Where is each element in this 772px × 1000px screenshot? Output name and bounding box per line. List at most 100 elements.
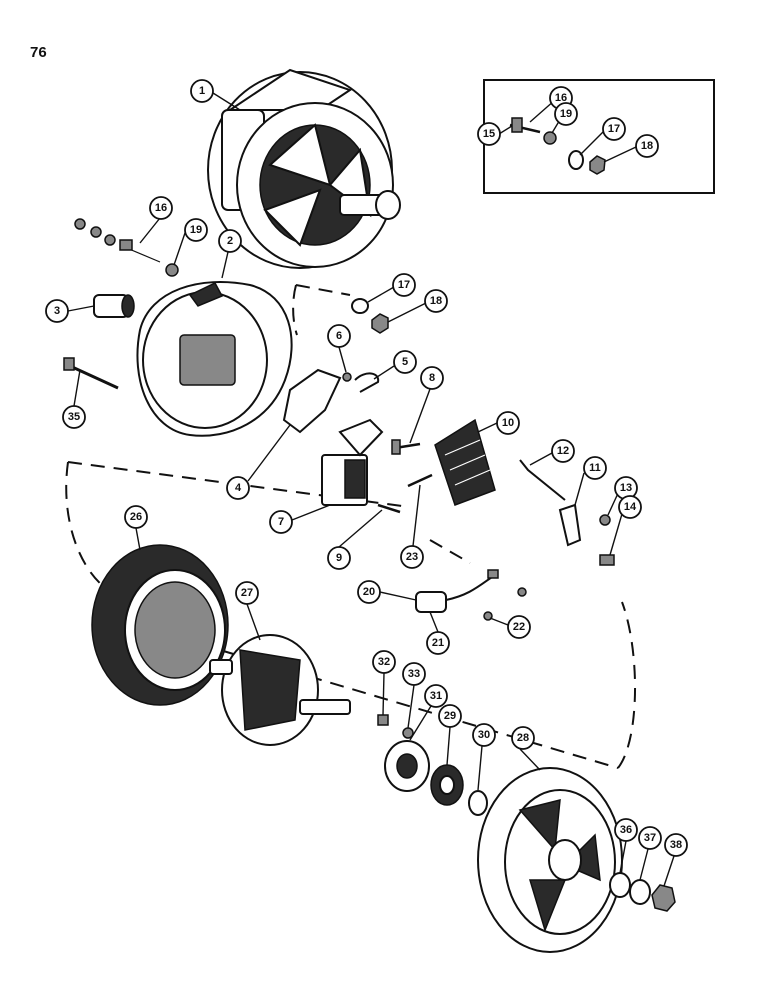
nut <box>371 313 389 334</box>
svg-text:33: 33 <box>408 668 420 680</box>
dashed-group-line <box>429 539 471 564</box>
terminal <box>558 503 582 547</box>
spacer <box>609 872 631 898</box>
front-housing <box>477 767 623 953</box>
callout-33: 33 <box>402 662 426 686</box>
bearing-plate <box>384 740 430 792</box>
dashed-group-line <box>65 461 109 591</box>
page-number: 76 <box>30 44 47 61</box>
svg-text:36: 36 <box>620 824 632 836</box>
callout-19: 19 <box>184 218 208 242</box>
callout-22: 22 <box>507 615 531 639</box>
svg-text:19: 19 <box>190 224 202 236</box>
svg-text:2: 2 <box>227 235 233 247</box>
callout-6: 6 <box>327 324 351 348</box>
svg-text:26: 26 <box>130 511 142 523</box>
callout-12: 12 <box>551 439 575 463</box>
callout-32: 32 <box>372 650 396 674</box>
svg-text:14: 14 <box>624 501 637 513</box>
callout-30: 30 <box>472 723 496 747</box>
callout-35: 35 <box>62 405 86 429</box>
svg-text:13: 13 <box>620 482 632 494</box>
callout-27: 27 <box>235 581 259 605</box>
svg-text:16: 16 <box>155 202 167 214</box>
pulley-nut <box>651 884 676 912</box>
callout-26: 26 <box>124 505 148 529</box>
svg-text:18: 18 <box>641 140 653 152</box>
callout-1: 1 <box>190 79 214 103</box>
callout-7: 7 <box>269 510 293 534</box>
callout-20: 20 <box>357 580 381 604</box>
callout-21: 21 <box>426 631 450 655</box>
svg-text:11: 11 <box>589 462 601 474</box>
svg-text:18: 18 <box>430 295 442 307</box>
terminal-lead <box>519 459 566 501</box>
callout-31: 31 <box>424 684 448 708</box>
inset-hardware <box>509 117 606 175</box>
callout-29: 29 <box>438 704 462 728</box>
callout-38: 38 <box>664 833 688 857</box>
washer <box>599 514 611 526</box>
svg-text:21: 21 <box>432 637 444 649</box>
screw <box>599 554 615 566</box>
svg-text:1: 1 <box>199 85 205 97</box>
hardware-cluster <box>74 218 179 277</box>
svg-text:29: 29 <box>444 710 456 722</box>
svg-text:32: 32 <box>378 656 390 668</box>
callout-17: 17 <box>392 273 416 297</box>
callout-2: 2 <box>218 229 242 253</box>
callout-16: 16 <box>149 196 173 220</box>
svg-text:19: 19 <box>560 108 572 120</box>
callout-23: 23 <box>400 545 424 569</box>
callout-11: 11 <box>583 456 607 480</box>
rear-housing <box>136 281 293 437</box>
svg-text:17: 17 <box>398 279 410 291</box>
svg-text:38: 38 <box>670 839 682 851</box>
callout-19-inset: 19 <box>554 102 578 126</box>
svg-text:15: 15 <box>483 128 495 140</box>
screw <box>391 439 421 455</box>
svg-text:30: 30 <box>478 729 490 741</box>
callout-28: 28 <box>511 726 535 750</box>
callout-14: 14 <box>618 495 642 519</box>
stator <box>91 544 229 706</box>
svg-text:23: 23 <box>406 551 418 563</box>
callout-5: 5 <box>393 350 417 374</box>
brush-holder <box>321 418 384 506</box>
callout-18-inset: 18 <box>635 134 659 158</box>
svg-text:16: 16 <box>555 92 567 104</box>
svg-text:37: 37 <box>644 832 656 844</box>
callout-36: 36 <box>614 818 638 842</box>
callout-17-inset: 17 <box>602 117 626 141</box>
dashed-group-line <box>295 284 351 296</box>
bracket <box>282 368 342 434</box>
svg-text:5: 5 <box>402 356 408 368</box>
svg-text:7: 7 <box>278 516 284 528</box>
clip <box>354 372 380 393</box>
svg-text:35: 35 <box>68 411 80 423</box>
callout-15: 15 <box>477 122 501 146</box>
svg-text:6: 6 <box>336 330 342 342</box>
svg-text:22: 22 <box>513 621 525 633</box>
svg-text:8: 8 <box>429 372 435 384</box>
screw <box>407 473 433 488</box>
bearing <box>430 764 464 806</box>
callout-18: 18 <box>424 289 448 313</box>
bushing <box>93 294 135 318</box>
washer <box>629 879 651 905</box>
callout-4: 4 <box>226 476 250 500</box>
svg-text:12: 12 <box>557 445 569 457</box>
callout-10: 10 <box>496 411 520 435</box>
svg-text:20: 20 <box>363 586 375 598</box>
screw <box>377 714 389 726</box>
small-nut <box>342 372 352 382</box>
callout-3: 3 <box>45 299 69 323</box>
svg-text:4: 4 <box>235 482 242 494</box>
svg-text:10: 10 <box>502 417 514 429</box>
callout-37: 37 <box>638 826 662 850</box>
callout-13: 13 <box>614 476 638 500</box>
spacer-ring <box>468 790 488 816</box>
callout-8: 8 <box>420 366 444 390</box>
svg-text:27: 27 <box>241 587 253 599</box>
